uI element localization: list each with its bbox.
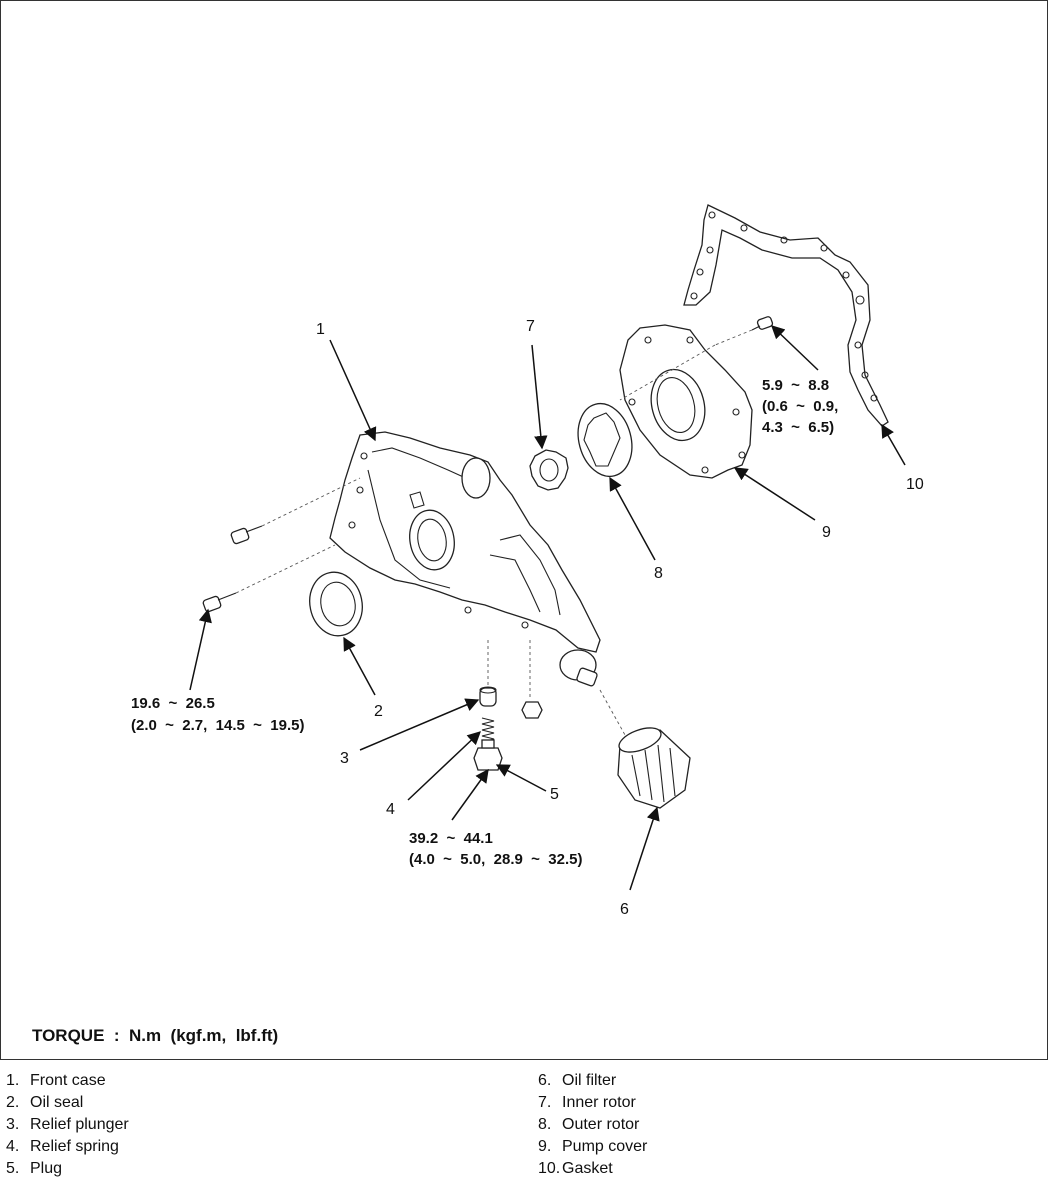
legend-item-label: Plug [30, 1160, 63, 1177]
legend-item: 4. Relief spring [6, 1136, 129, 1158]
gasket-part [683, 204, 889, 427]
callout-3: 3 [340, 750, 349, 767]
nut-part [521, 701, 543, 719]
legend-item-number: 10. [538, 1160, 561, 1177]
legend-item: 2. Oil seal [6, 1092, 129, 1114]
relief-plunger-part [479, 686, 497, 707]
torque-plug-line2: (4.0 ~ 5.0, 28.9 ~ 32.5) [409, 851, 582, 868]
legend-item-label: Outer rotor [562, 1116, 640, 1133]
legend-item-label: Oil seal [30, 1094, 84, 1111]
legend-item: 3. Relief plunger [6, 1114, 129, 1136]
outer-rotor-part [577, 402, 633, 478]
legend-item-label: Gasket [562, 1160, 613, 1177]
torque-plug-line1: 39.2 ~ 44.1 [409, 830, 493, 847]
torque-pump-cover-line2: (0.6 ~ 0.9, [762, 398, 838, 415]
legend-item-number: 5. [6, 1160, 20, 1177]
callout-7: 7 [526, 318, 535, 335]
inner-rotor-part [529, 449, 569, 491]
torque-pump-cover-line1: 5.9 ~ 8.8 [762, 377, 829, 394]
torque-pump-cover-line3: 4.3 ~ 6.5) [762, 419, 834, 436]
legend-item: 6. Oil filter [538, 1070, 647, 1092]
legend-item: 8. Outer rotor [538, 1114, 647, 1136]
legend-item-number: 7. [538, 1094, 552, 1111]
legend-right: 6. Oil filter 7. Inner rotor 8. Outer rotor… [538, 1070, 647, 1180]
torque-unit-note: TORQUE : N.m (kgf.m, lbf.ft) [32, 1026, 279, 1045]
legend-item: 1. Front case [6, 1070, 129, 1092]
callout-8: 8 [654, 565, 663, 582]
legend-item-number: 8. [538, 1116, 552, 1133]
callout-6: 6 [620, 901, 629, 918]
legend-item-number: 6. [538, 1072, 552, 1089]
legend-left: 1. Front case 2. Oil seal 3. Relief plunger… [6, 1070, 129, 1180]
oil-pump-exploded-diagram: 1 2 3 4 5 6 7 8 9 10 19.6 ~ 26.5 (2.0 ~ … [131, 204, 924, 918]
legend-item-label: Pump cover [562, 1138, 648, 1155]
legend-item-number: 4. [6, 1138, 20, 1155]
legend-item: 10.Gasket [538, 1158, 647, 1180]
legend-item: 5. Plug [6, 1158, 129, 1180]
legend-item: 7. Inner rotor [538, 1092, 647, 1114]
callout-1: 1 [316, 321, 325, 338]
callout-4: 4 [386, 801, 395, 818]
legend-item-label: Relief plunger [30, 1116, 129, 1133]
legend-item-label: Relief spring [30, 1138, 119, 1155]
pump-cover-part [619, 324, 753, 479]
callout-2: 2 [374, 703, 383, 720]
torque-front-case-bolt-line1: 19.6 ~ 26.5 [131, 695, 215, 712]
legend-item-label: Front case [30, 1072, 106, 1089]
oil-seal-part [309, 571, 363, 637]
legend-item-number: 1. [6, 1072, 20, 1089]
callout-9: 9 [822, 524, 831, 541]
pump-cover-screw-part [714, 316, 774, 346]
oil-filter-part [599, 689, 691, 809]
diagram-frame [0, 0, 1048, 1060]
legend-item-label: Inner rotor [562, 1094, 636, 1111]
legend-item-number: 9. [538, 1138, 552, 1155]
legend-item: 9. Pump cover [538, 1136, 647, 1158]
relief-spring-part [481, 717, 495, 743]
legend-item-number: 2. [6, 1094, 20, 1111]
callout-10: 10 [906, 476, 924, 493]
torque-front-case-bolt-line2: (2.0 ~ 2.7, 14.5 ~ 19.5) [131, 717, 304, 734]
callout-5: 5 [550, 786, 559, 803]
legend-item-number: 3. [6, 1116, 20, 1133]
front-case-bolts [202, 477, 361, 613]
front-case-part [329, 431, 601, 687]
legend-item-label: Oil filter [562, 1072, 617, 1089]
